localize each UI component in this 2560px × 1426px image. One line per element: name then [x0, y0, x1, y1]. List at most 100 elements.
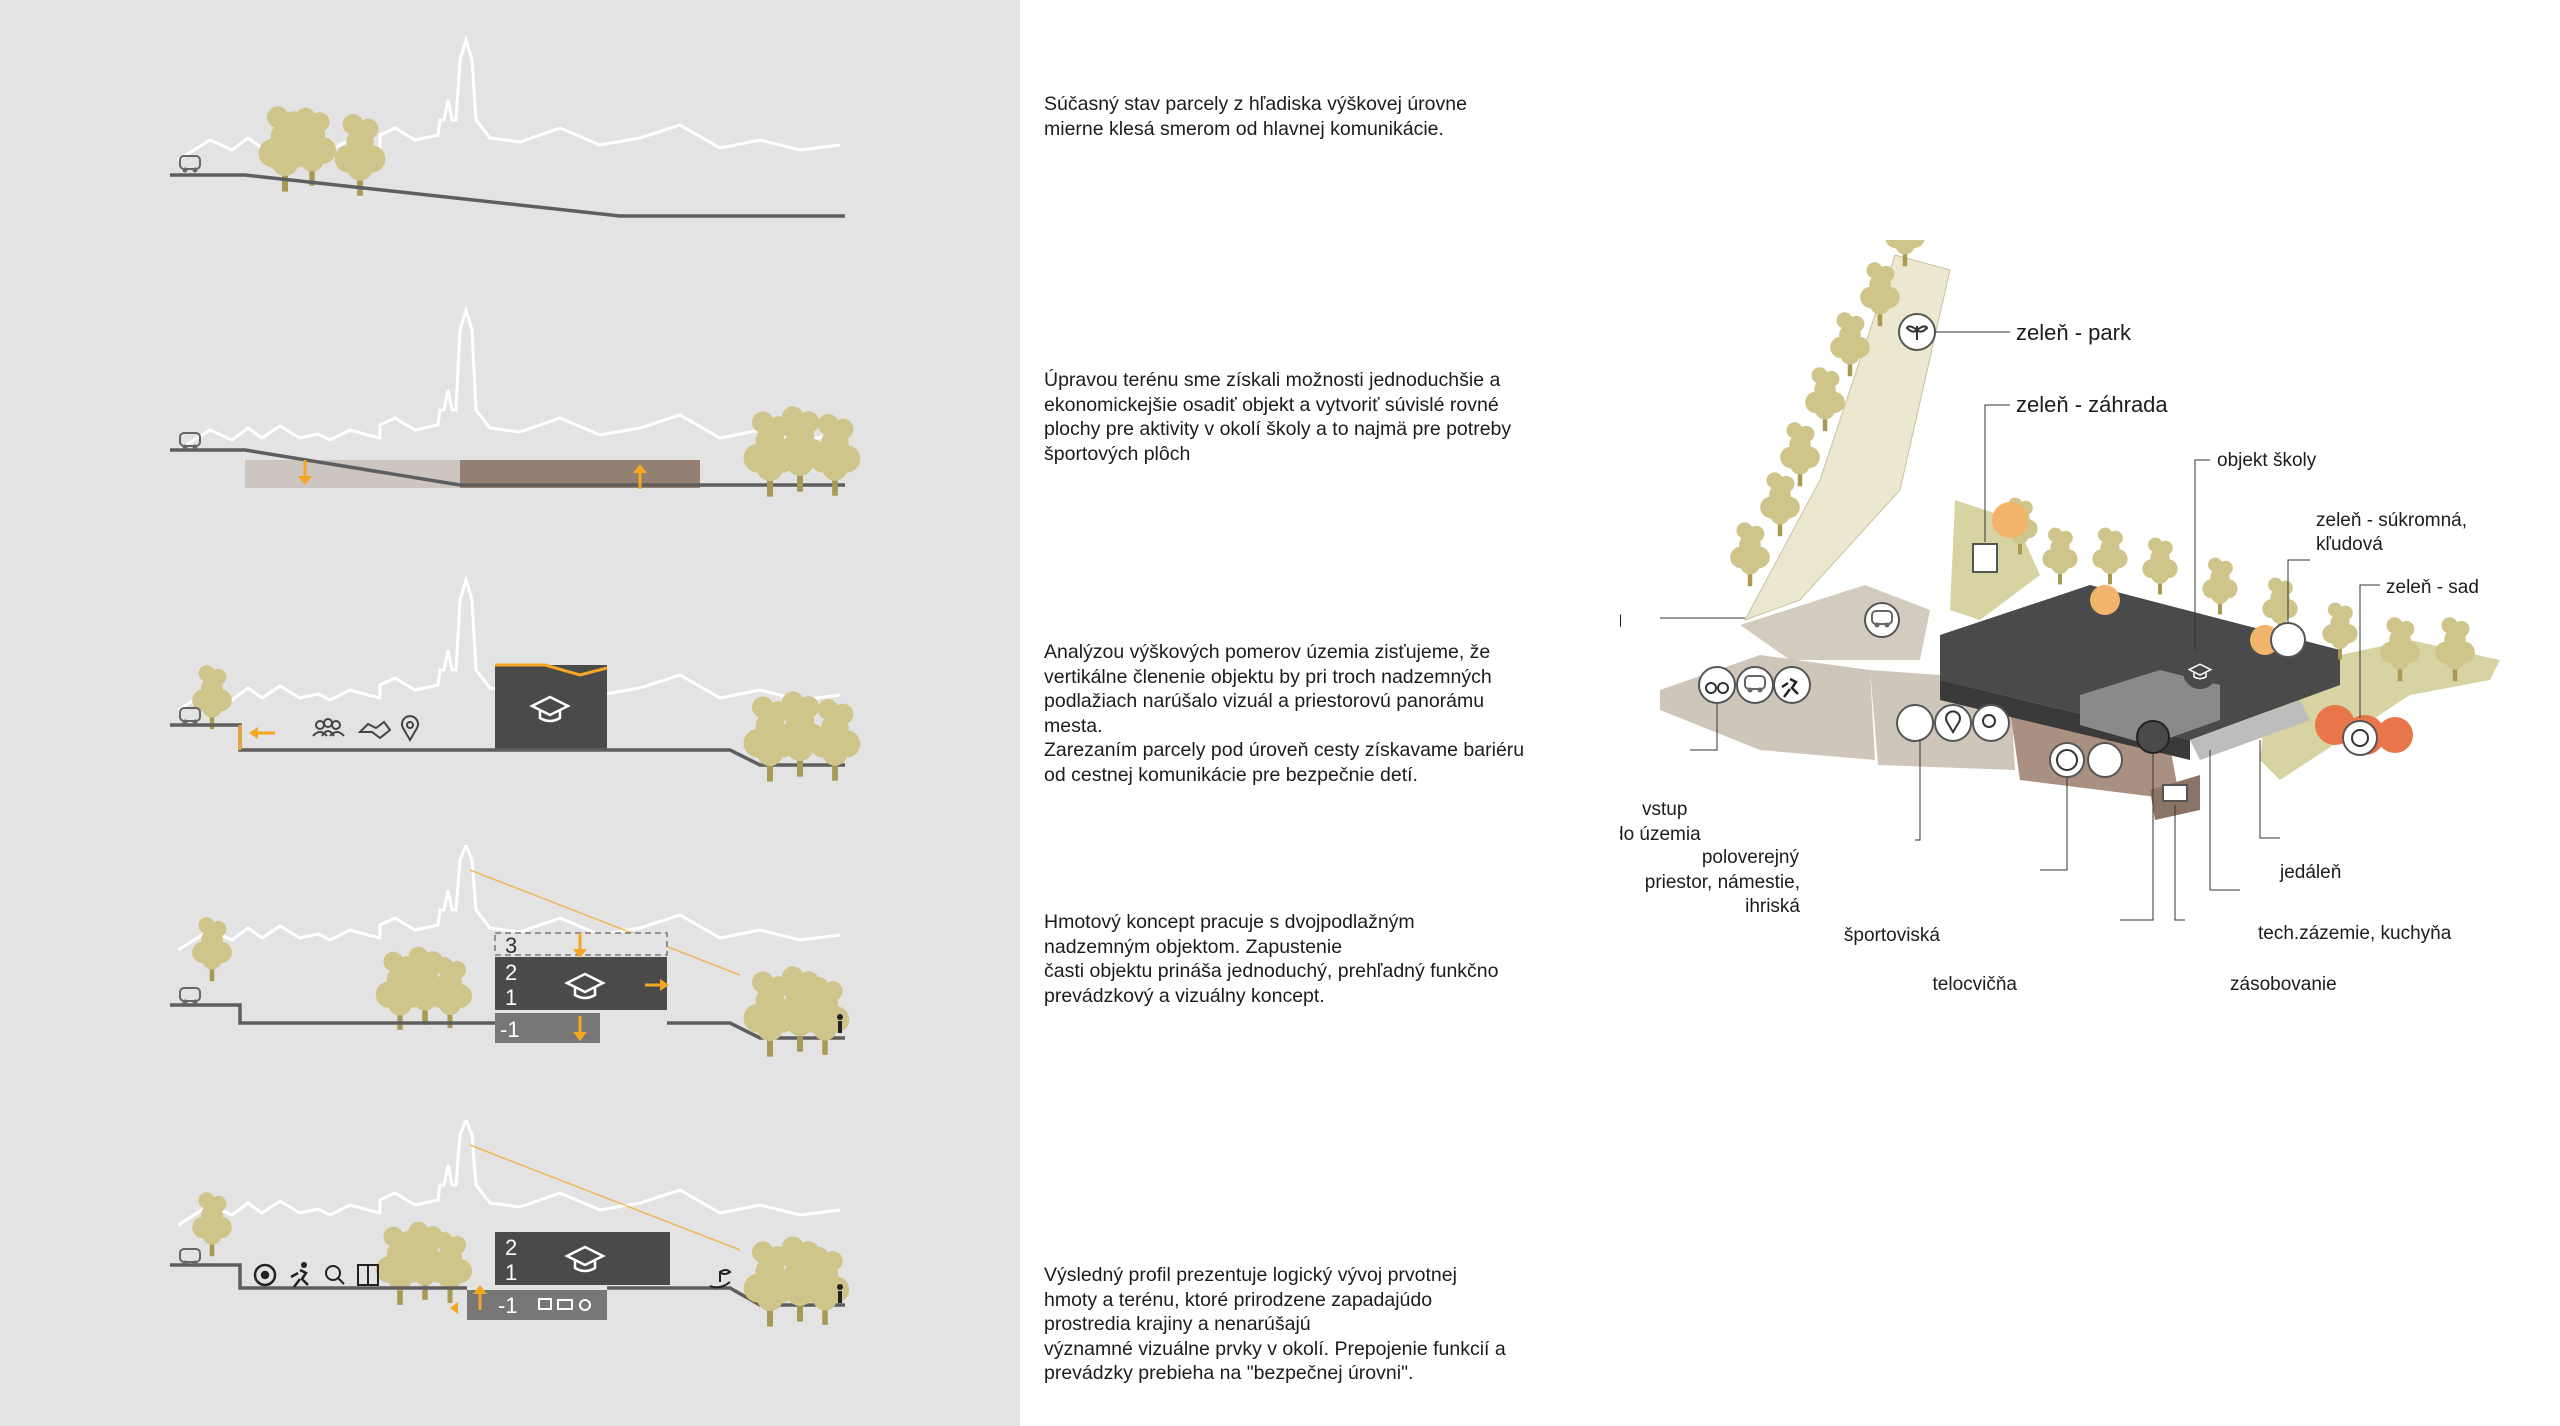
label-sportoviska: športoviská	[1844, 925, 1941, 946]
label-zelen-zahrada: zeleň - záhrada	[2016, 392, 2168, 417]
desc-line: podlažiach narúšalo vizuál a priestorovú…	[1044, 690, 1485, 712]
school-building	[495, 665, 607, 750]
label-poloverejny-1: poloverejný	[1702, 847, 1800, 868]
tree-icon	[1760, 472, 1800, 537]
floors-1-2	[495, 1232, 670, 1285]
tree-icon	[2202, 557, 2238, 615]
desc-line: mierne klesá smerom od hlavnej komunikác…	[1044, 117, 1444, 140]
arrow-left-icon	[249, 727, 275, 739]
terrain-line	[170, 448, 845, 487]
skyline-outline	[177, 304, 841, 452]
gear-icon	[579, 1299, 591, 1311]
label-objekt-skoly: objekt školy	[2217, 450, 2317, 471]
desc-line: prevádzky prebieha na "bezpečnej úrovni"…	[1044, 1362, 1414, 1384]
roof-accent	[495, 663, 608, 677]
car-icon	[179, 707, 201, 726]
sight-line	[469, 1144, 741, 1251]
section-2-diagram	[170, 304, 861, 497]
desc-line: vertikálne členenie objektu by pri troch…	[1044, 665, 1492, 688]
zone-park	[1743, 254, 1951, 621]
desc-line: Analýzou výškových pomerov územia zisťuj…	[1044, 641, 1491, 663]
floor-label-3: 3	[505, 933, 517, 958]
fitness-icon	[357, 1264, 379, 1286]
runner-icon	[290, 1262, 309, 1288]
terrain-line	[170, 173, 845, 218]
arrow-right-icon	[645, 979, 669, 991]
car-icon	[179, 1248, 201, 1267]
tree-icon	[2092, 527, 2128, 585]
desc-line: Úpravou terénu sme získali možnosti jedn…	[1044, 369, 1501, 391]
desc-line: prevádzkový a vizuálny koncept.	[1044, 984, 1325, 1007]
graduation-cap-icon	[2183, 655, 2217, 689]
tree-icon	[1730, 522, 1770, 587]
tree-icon	[2142, 537, 2178, 595]
floor-label-1: 1	[505, 1260, 517, 1285]
floor-label-1: 1	[505, 985, 517, 1010]
skyline-outline	[177, 845, 841, 952]
desc-line: plochy pre aktivity v okolí školy a to n…	[1044, 418, 1512, 440]
floor-minus-1	[495, 1013, 600, 1043]
floor-label-2: 2	[505, 1235, 517, 1260]
desc-line: hmoty a terénu, ktoré prirodzene zapadaj…	[1044, 1288, 1433, 1311]
sprout-icon	[1898, 313, 1936, 351]
truck-icon	[2162, 784, 2188, 802]
skyline-outline	[177, 574, 841, 712]
skyline-outline	[177, 1120, 841, 1227]
pin-icon	[1934, 704, 1972, 742]
label-jedalen: jedáleň	[2279, 862, 2341, 883]
car-icon	[179, 987, 201, 1006]
tree-icon	[334, 114, 386, 196]
runner-icon	[1773, 666, 1811, 704]
section-4-description: Hmotový koncept pracuje s dvojpodlažným …	[1044, 910, 1604, 1008]
ping-pong-icon	[325, 1265, 345, 1285]
tree-icon	[192, 1192, 232, 1257]
tree-icon	[1805, 367, 1845, 432]
section-3-diagram	[170, 574, 861, 782]
person-icon	[837, 1014, 843, 1033]
section-5-description: Výsledný profil prezentuje logický vývoj…	[1044, 1263, 1604, 1386]
desc-line: prostredia krajiny a nenarúšajú	[1044, 1313, 1311, 1335]
football-icon	[253, 1263, 277, 1287]
car-icon	[1736, 666, 1774, 704]
desc-line: nadzemným objektom. Zapustenie	[1044, 935, 1343, 958]
label-tech-zazemie: tech.zázemie, kuchyňa	[2258, 923, 2452, 944]
label-poloverejny-3: ihriská	[1745, 896, 1800, 917]
fitness-icon	[2087, 742, 2123, 778]
floor-label-2: 2	[505, 960, 517, 985]
label-zasobovanie: zásobovanie	[2230, 974, 2337, 995]
floor-minus-1	[467, 1290, 607, 1320]
desc-line: významné vizuálne prvky v okolí. Prepoje…	[1044, 1337, 1506, 1360]
pin-icon	[401, 715, 419, 742]
people-icon	[312, 718, 345, 737]
desc-line: mesta.	[1044, 714, 1103, 737]
label-zelen-sukromna-1: zeleň - súkromná,	[2316, 510, 2467, 531]
orange-tree	[1992, 502, 2028, 538]
section-4-diagram: 3 2 1 -1	[170, 845, 850, 1057]
label-poloverejny-2: priestor, námestie,	[1645, 872, 1800, 893]
desc-line: ekonomickejšie osadiť objekt a vytvoriť …	[1044, 393, 1499, 416]
desc-line: Výsledný profil prezentuje logický vývoj…	[1044, 1264, 1457, 1286]
section-3-description: Analýzou výškových pomerov územia zisťuj…	[1044, 640, 1604, 787]
section-1-diagram	[170, 34, 845, 218]
car-icon	[1864, 602, 1900, 638]
desc-line: Súčasný stav parcely z hľadiska výškovej…	[1044, 93, 1467, 115]
basketball-icon	[538, 1298, 552, 1310]
floor-label-minus-1: -1	[500, 1017, 520, 1042]
orange-tree	[2090, 585, 2120, 615]
section-1-description: Súčasný stav parcely z hľadiska výškovej…	[1044, 92, 1604, 141]
label-vstup-1: vstup	[1642, 799, 1687, 820]
label-zelen-park: zeleň - park	[2016, 320, 2132, 345]
tree-icon	[2042, 527, 2078, 585]
football-icon	[2049, 742, 2085, 778]
orange-tree	[2377, 717, 2413, 753]
label-telocvicna: telocvičňa	[1933, 974, 2018, 995]
floors-1-2	[495, 957, 667, 1010]
label-zelen-sad: zeleň - sad	[2386, 577, 2479, 598]
ping-pong-icon	[1972, 704, 2010, 742]
plant-hand-icon	[2270, 622, 2306, 658]
label-parking: parking	[1620, 609, 1622, 630]
axonometric-site-diagram: zeleň - park zeleň - záhrada objekt škol…	[1620, 240, 2500, 995]
desc-line: od cestnej komunikácie pre bezpečnie det…	[1044, 763, 1418, 786]
section-5-diagram: 2 1 -1	[170, 1120, 850, 1327]
plant-hand-icon	[709, 1269, 732, 1289]
